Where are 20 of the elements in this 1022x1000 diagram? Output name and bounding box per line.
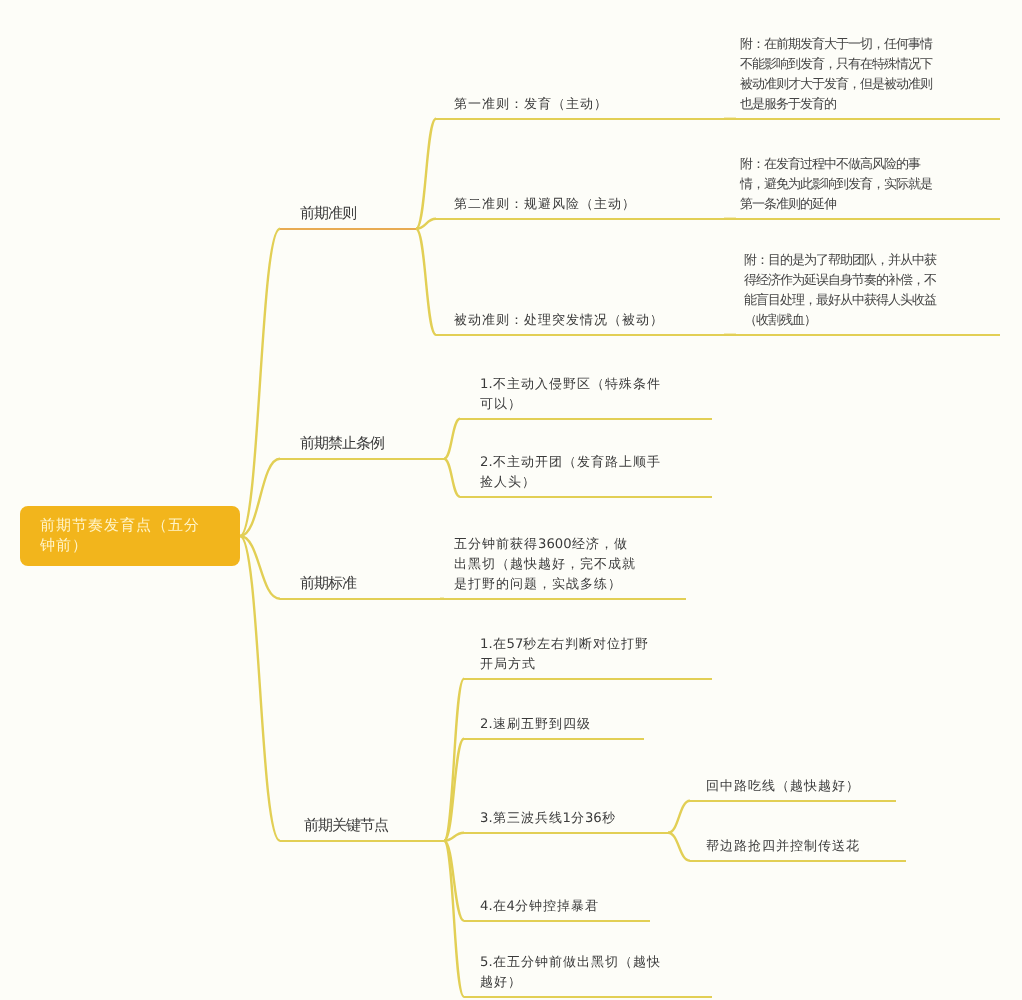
branch-curve bbox=[443, 457, 461, 498]
branch-curve bbox=[724, 333, 736, 336]
branch-curve bbox=[443, 839, 465, 922]
branch-curve bbox=[415, 217, 437, 230]
branch-curve bbox=[443, 840, 465, 998]
branch-curve bbox=[724, 117, 736, 120]
branch-curve bbox=[239, 228, 281, 537]
branch-curve bbox=[724, 217, 736, 220]
branch-curve bbox=[443, 678, 465, 842]
branch-curve bbox=[443, 417, 461, 460]
branch-curve bbox=[415, 227, 437, 336]
branch-curve bbox=[239, 457, 281, 538]
branch-curve bbox=[443, 831, 465, 842]
branch-curve bbox=[667, 799, 691, 834]
branch-curve bbox=[443, 737, 465, 842]
branch-curve bbox=[415, 117, 437, 230]
branch-curve bbox=[239, 534, 281, 600]
branch-curve bbox=[440, 597, 444, 600]
branch-curve bbox=[667, 831, 691, 862]
branch-curve bbox=[239, 535, 281, 842]
